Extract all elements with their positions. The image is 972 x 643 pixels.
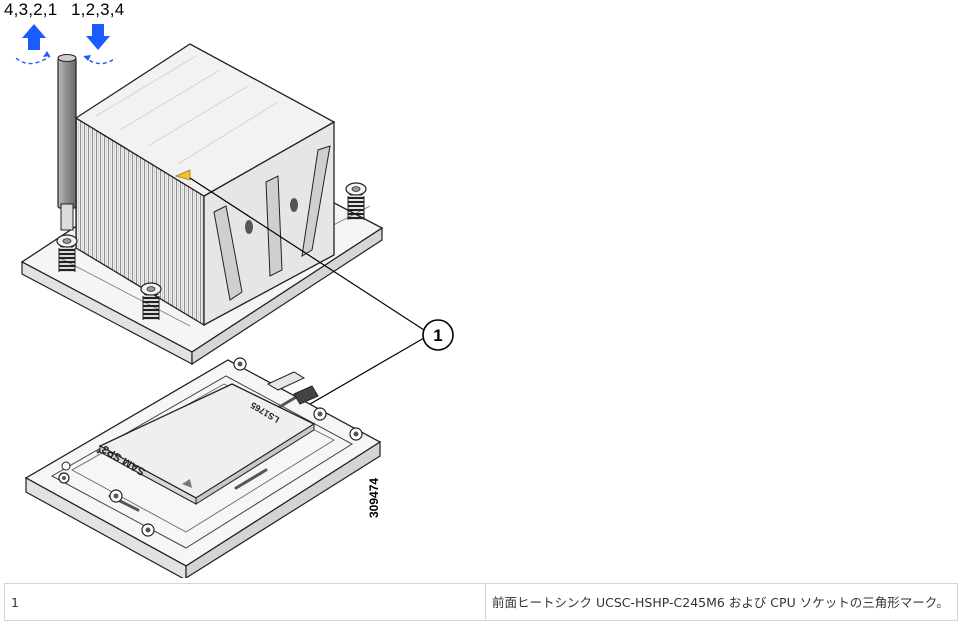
captive-screw-front-left <box>55 233 79 274</box>
heatsink-fin-block <box>74 43 336 327</box>
socket-triangle-icon <box>182 479 192 488</box>
captive-screw-front <box>139 281 163 322</box>
captive-screw-back-right <box>344 181 368 222</box>
diagram-svg: 1 SAM SP3 LS1765 <box>15 24 454 578</box>
heatsink-installation-figure: 4,3,2,1 1,2,3,4 <box>4 0 454 578</box>
loosen-arrow-icon <box>15 24 51 65</box>
legend-description: 前面ヒートシンク UCSC-HSHP-C245M6 および CPU ソケットの三… <box>485 583 958 621</box>
cpu-socket-assembly: SAM SP3 LS1765 <box>24 357 382 578</box>
callout-badge-1: 1 <box>422 319 454 351</box>
figure-id: 309474 <box>367 478 381 518</box>
tighten-arrow-icon <box>83 24 117 65</box>
alignment-triangle-icon <box>174 169 191 181</box>
tighten-sequence-label: 1,2,3,4 <box>71 0 125 19</box>
loosen-sequence-label: 4,3,2,1 <box>4 0 58 19</box>
t-handle-rod <box>57 54 77 231</box>
legend-table: 1 前面ヒートシンク UCSC-HSHP-C245M6 および CPU ソケット… <box>4 583 958 621</box>
legend-row: 1 前面ヒートシンク UCSC-HSHP-C245M6 および CPU ソケット… <box>4 583 958 621</box>
legend-number: 1 <box>4 583 486 621</box>
svg-text:1: 1 <box>433 326 442 345</box>
